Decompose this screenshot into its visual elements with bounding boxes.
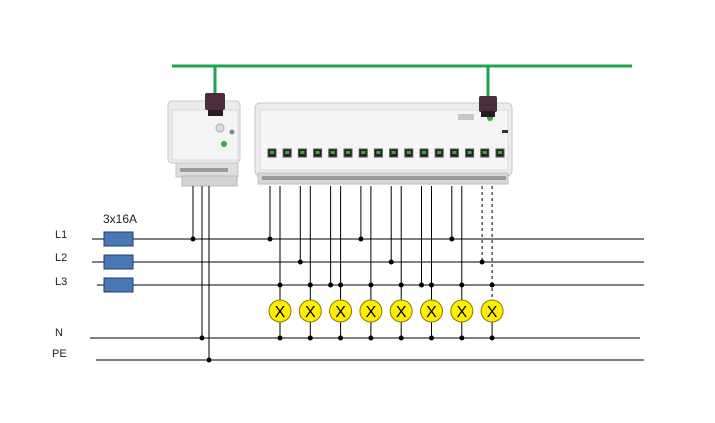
junction-dot xyxy=(297,259,303,265)
lamp-symbol: X xyxy=(305,304,316,321)
junction-dot xyxy=(199,335,205,341)
channel-led xyxy=(452,151,457,154)
channel-led xyxy=(482,151,487,154)
line-label-L3: L3 xyxy=(55,276,68,288)
junction-dot xyxy=(328,282,334,288)
junction-dot xyxy=(489,335,495,341)
junction-dot xyxy=(368,282,374,288)
power-supply-module xyxy=(167,93,241,187)
channel-led xyxy=(330,151,335,154)
fuse-L2 xyxy=(103,254,134,270)
channel-led xyxy=(285,151,290,154)
junction-dot xyxy=(398,335,404,341)
lamp-symbol: X xyxy=(275,304,286,321)
lamp-icon xyxy=(298,299,322,323)
lamp-icon xyxy=(450,299,474,323)
junction-dot xyxy=(398,282,404,288)
channel-led xyxy=(467,151,472,154)
junction-dot xyxy=(368,335,374,341)
line-label-N: N xyxy=(55,327,63,339)
lamp-icon xyxy=(359,299,383,323)
junction-dot xyxy=(307,335,313,341)
channel-led xyxy=(422,151,426,154)
junction-dot xyxy=(419,282,424,288)
junction-dot xyxy=(429,282,434,288)
lamp-symbol: X xyxy=(487,304,498,321)
channel-led xyxy=(300,151,305,154)
junction-dot xyxy=(206,357,212,363)
channel-led xyxy=(315,151,320,154)
lamp-symbol: X xyxy=(456,304,467,321)
lamp-icon xyxy=(268,299,292,323)
channel-led xyxy=(437,151,442,154)
junction-dot xyxy=(277,282,283,288)
line-label-L2: L2 xyxy=(55,252,68,264)
channel-led xyxy=(270,151,274,154)
junction-dot xyxy=(489,282,495,288)
junction-dot xyxy=(388,259,394,265)
channel-led xyxy=(406,151,411,154)
junction-dot xyxy=(338,335,344,341)
lamp-symbol: X xyxy=(396,304,407,321)
bus-connector-power-supply xyxy=(205,93,225,110)
junction-dot xyxy=(267,236,273,242)
lamp-symbol: X xyxy=(426,304,437,321)
lamp-icon xyxy=(480,299,504,323)
junction-dot xyxy=(358,236,364,242)
junction-dot xyxy=(449,236,455,242)
junction-dot xyxy=(429,335,434,341)
junction-dot xyxy=(479,259,485,265)
junction-dot xyxy=(338,282,344,288)
lamp-icon xyxy=(389,299,413,323)
channel-led xyxy=(361,151,366,154)
switch-actuator-module xyxy=(254,96,513,185)
lamp-symbol: X xyxy=(366,304,377,321)
channel-led xyxy=(391,151,396,154)
junction-dot xyxy=(307,282,313,288)
junction-dot xyxy=(277,335,283,341)
channel-led xyxy=(376,151,381,154)
brand-logo-icon xyxy=(221,141,227,147)
channel-led xyxy=(346,151,350,154)
lamp-symbol: X xyxy=(335,304,346,321)
junction-dot xyxy=(190,236,196,242)
fuse-rating-label: 3x16A xyxy=(103,212,138,226)
bus-connector-actuator xyxy=(479,96,497,112)
channel-led xyxy=(498,151,502,154)
junction-dot xyxy=(459,335,465,341)
line-label-PE: PE xyxy=(52,348,67,360)
lamp-icon xyxy=(329,299,353,323)
fuse-L3 xyxy=(103,277,134,293)
line-label-L1: L1 xyxy=(55,229,68,241)
fuse-L1 xyxy=(103,231,134,247)
junction-dot xyxy=(459,282,465,288)
lamp-icon xyxy=(420,299,443,323)
